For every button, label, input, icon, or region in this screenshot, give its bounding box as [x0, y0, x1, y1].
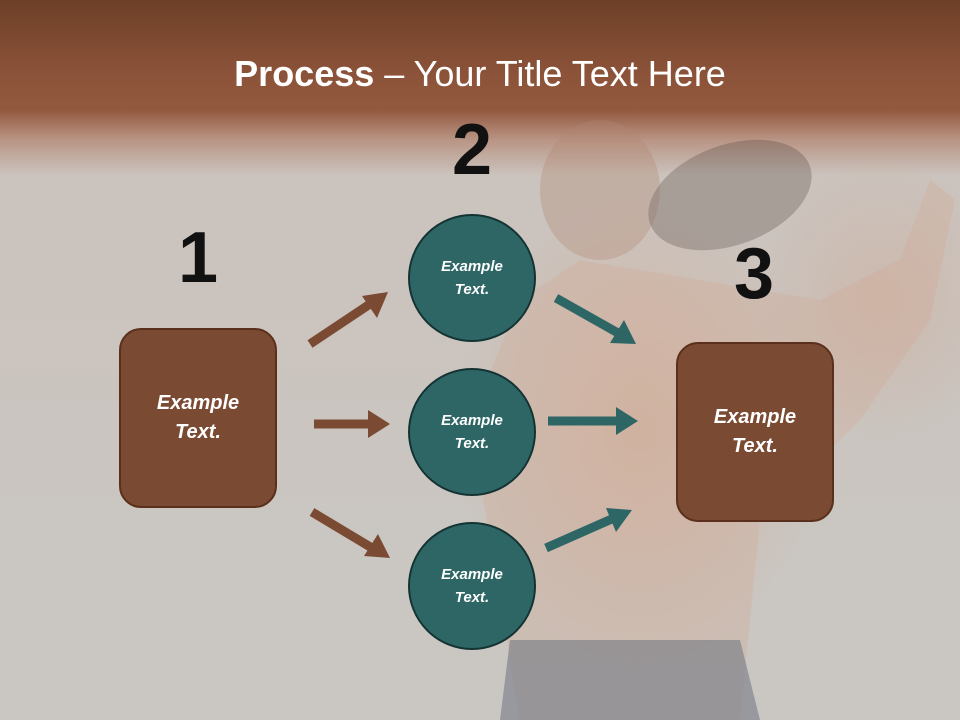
- arrow-bottom-to-right: [544, 508, 632, 553]
- step-1-box-line2: Text.: [175, 421, 221, 443]
- step-number-1: 1: [177, 218, 219, 298]
- circle-top-line2: Text.: [454, 281, 490, 298]
- arrow-top-to-right: [553, 294, 636, 344]
- title-rest: – Your Title Text Here: [374, 53, 726, 94]
- arrow-left-to-top: [307, 292, 388, 348]
- step-1-box-line1: Example: [156, 392, 240, 414]
- step-2-circle-bottom[interactable]: Example Text.: [408, 522, 536, 650]
- arrow-left-to-bottom: [309, 508, 390, 558]
- slide-title: Process – Your Title Text Here: [0, 52, 960, 96]
- circle-middle-line2: Text.: [454, 435, 490, 452]
- circle-top-line1: Example: [441, 258, 503, 275]
- title-bold: Process: [234, 53, 375, 94]
- step-3-box[interactable]: Example Text.: [676, 342, 834, 522]
- step-3-box-line1: Example: [713, 406, 797, 428]
- step-2-circle-middle[interactable]: Example Text.: [408, 368, 536, 496]
- circle-bottom-line1: Example: [441, 566, 503, 583]
- step-3-box-line2: Text.: [732, 435, 778, 457]
- step-2-circle-top[interactable]: Example Text.: [408, 214, 536, 342]
- arrow-left-to-middle: [314, 410, 390, 438]
- circle-bottom-line2: Text.: [454, 589, 490, 606]
- step-number-2: 2: [451, 110, 493, 190]
- arrow-middle-to-right: [548, 407, 638, 435]
- step-number-3: 3: [733, 234, 775, 314]
- circle-middle-line1: Example: [441, 412, 503, 429]
- step-1-box[interactable]: Example Text.: [119, 328, 277, 508]
